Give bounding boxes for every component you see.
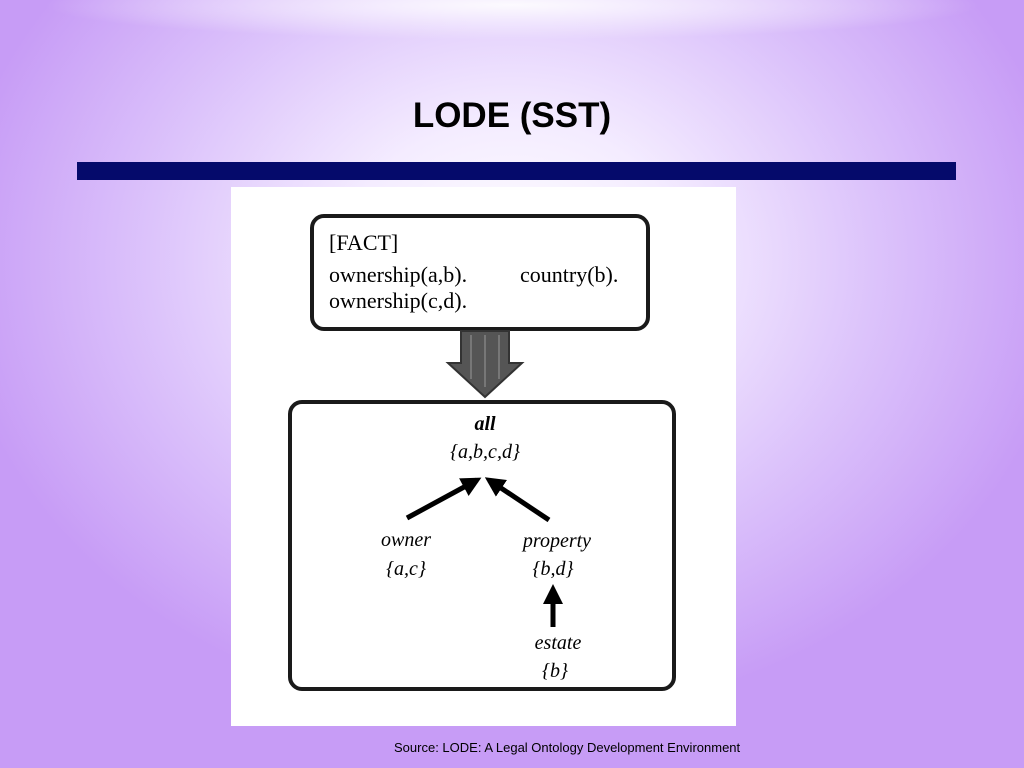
edge-property-to-all	[484, 477, 551, 523]
node-all-set: {a,b,c,d}	[450, 441, 520, 463]
title-underline-bar	[77, 162, 956, 180]
edge-owner-to-all	[405, 477, 482, 521]
fact-line1-country: country(b).	[520, 262, 618, 287]
fact-box	[310, 214, 650, 331]
source-caption: Source: LODE: A Legal Ontology Developme…	[394, 740, 741, 755]
fact-header: [FACT]	[329, 230, 398, 255]
hierarchy-box	[288, 400, 676, 691]
node-owner-set: {a,c}	[386, 558, 426, 580]
node-owner-name: owner	[381, 529, 431, 551]
node-property-name: property	[521, 530, 591, 552]
node-property-set: {b,d}	[533, 558, 574, 580]
fact-line2-ownership: ownership(c,d).	[329, 288, 467, 313]
lode-figure: [FACT] ownership(a,b). country(b). owner…	[231, 187, 736, 726]
node-estate-name: estate	[535, 632, 582, 654]
slide-title: LODE (SST)	[412, 96, 612, 135]
fact-line1-ownership: ownership(a,b).	[329, 262, 467, 287]
node-estate-set: {b}	[542, 660, 568, 682]
top-glow	[40, 0, 984, 40]
lode-diagram: [FACT] ownership(a,b). country(b). owner…	[288, 214, 676, 691]
node-all-name: all	[474, 413, 496, 435]
